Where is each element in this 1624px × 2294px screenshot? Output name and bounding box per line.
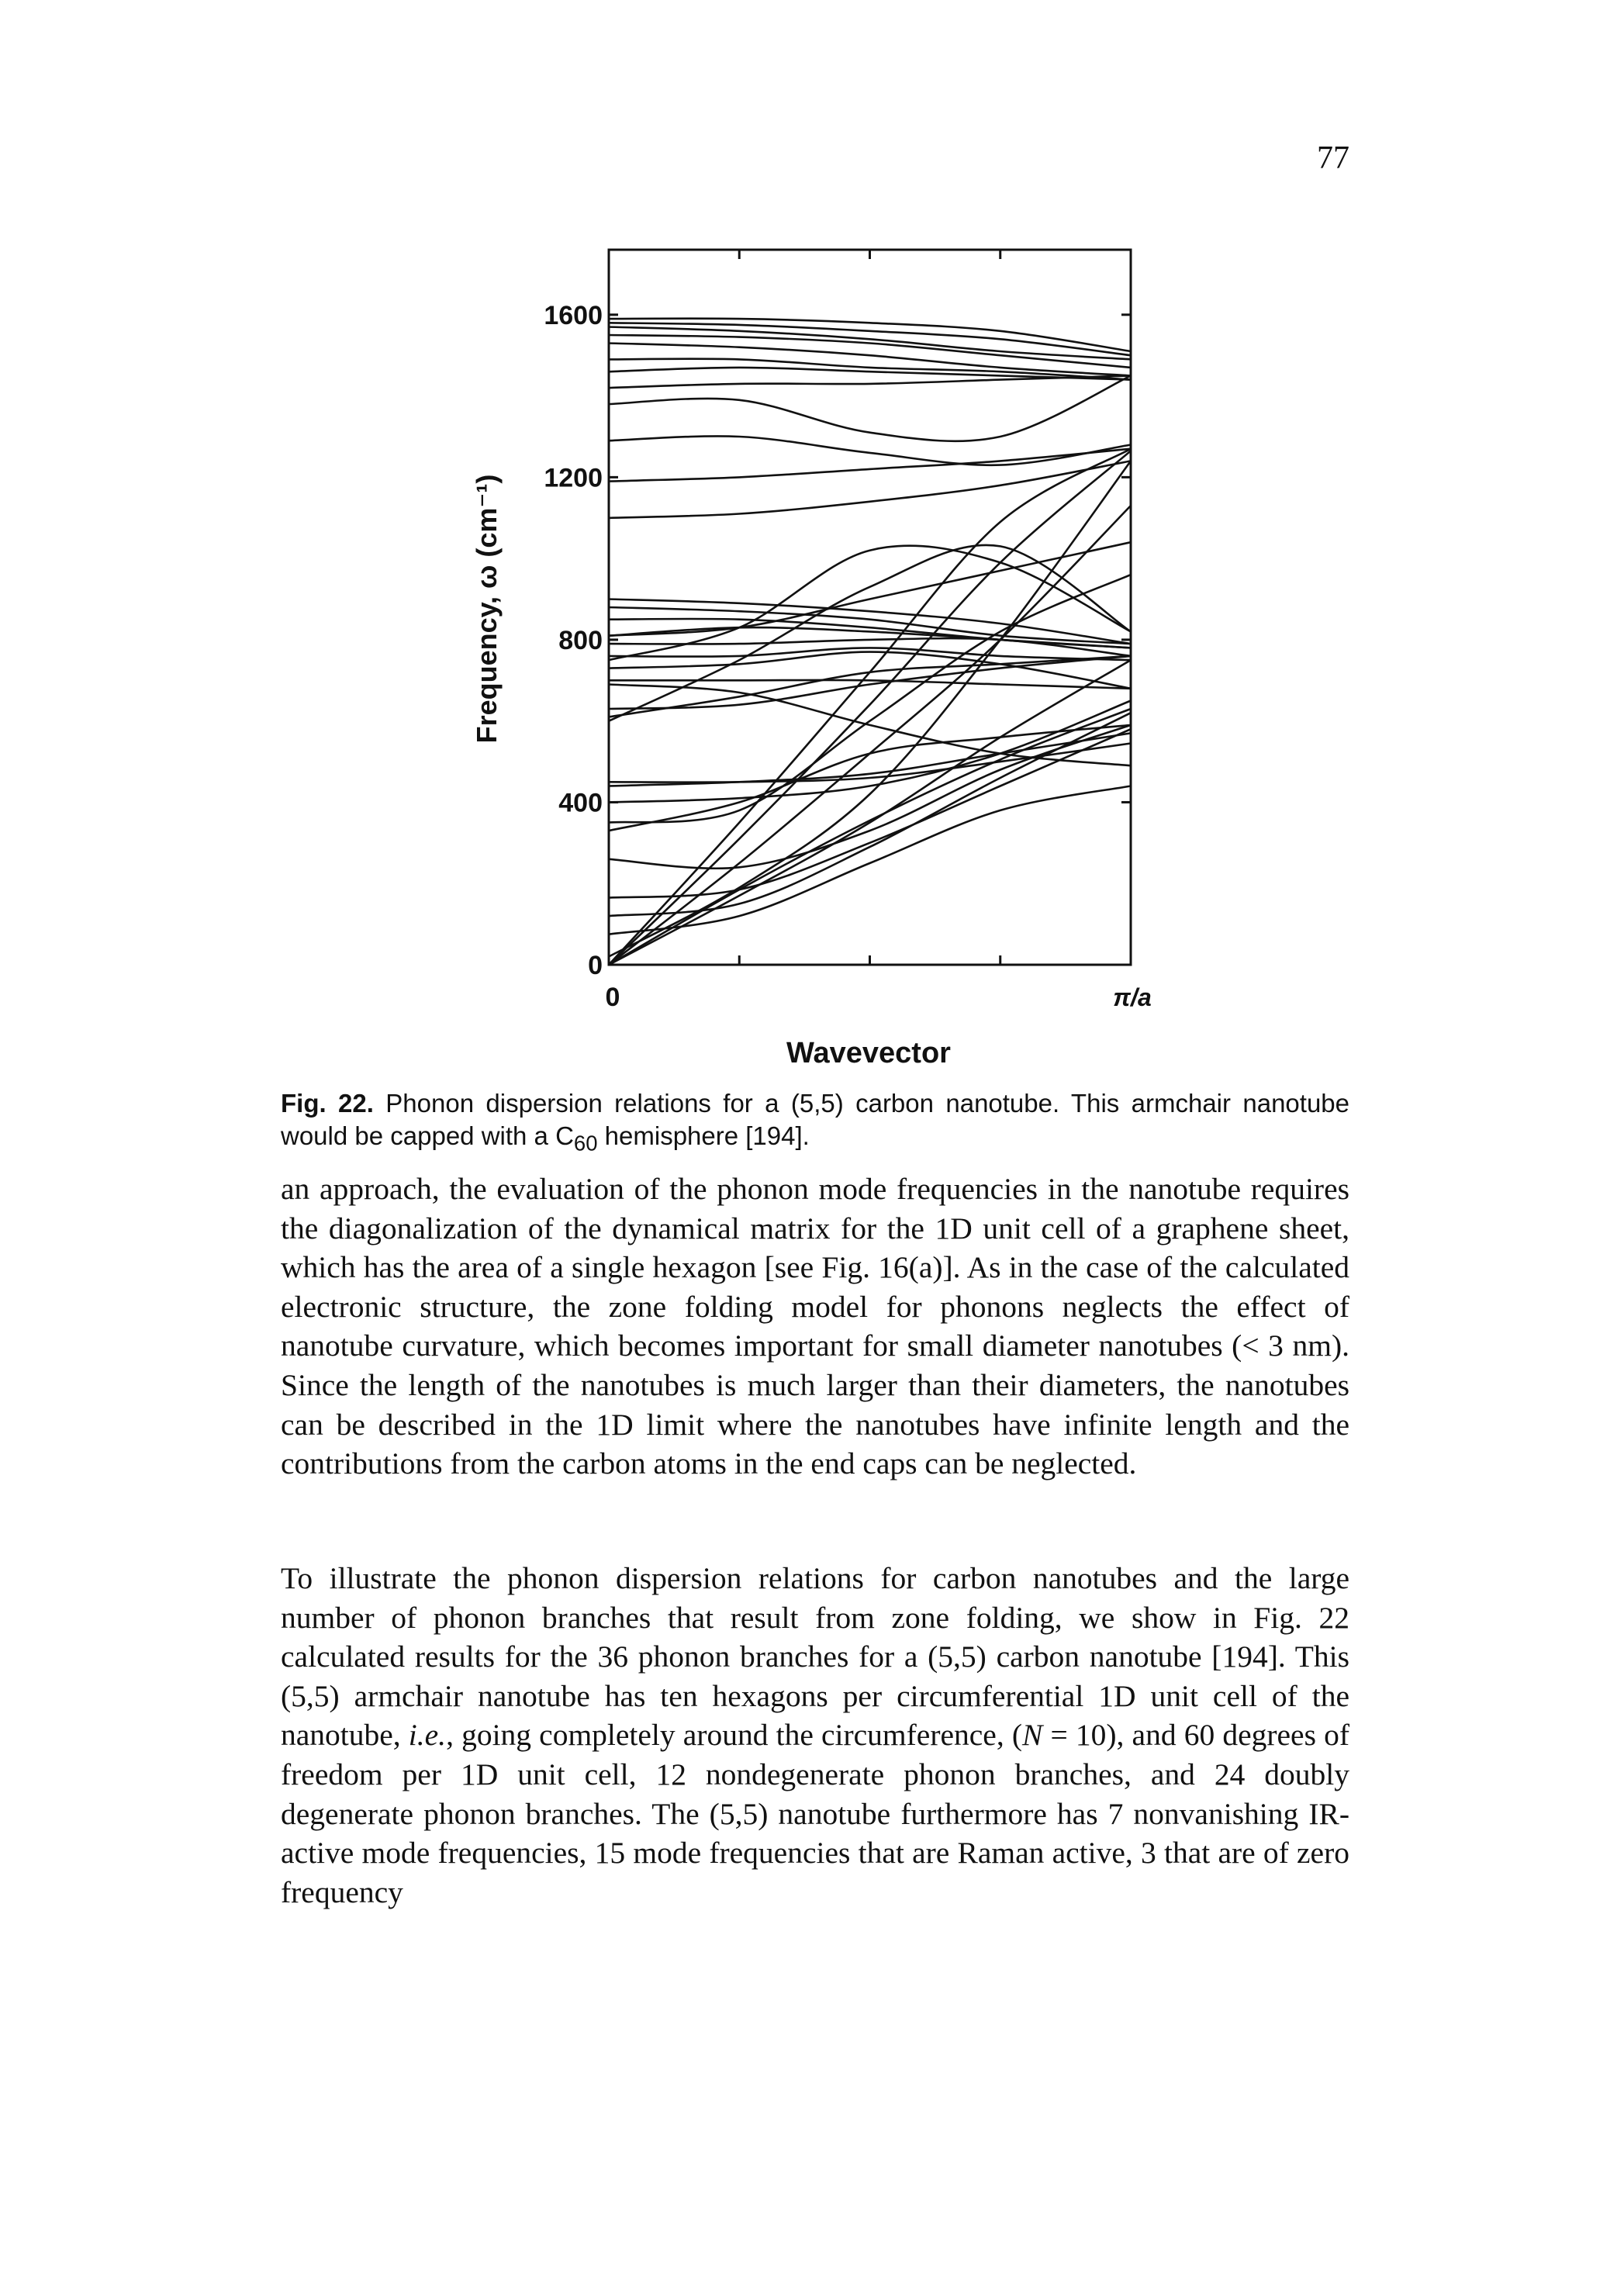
body-paragraph-2: To illustrate the phonon dispersion rela…: [281, 1559, 1349, 1912]
phonon-branch-7: [608, 785, 1132, 935]
phonon-branch-37: [608, 342, 1132, 377]
phonon-branch-32: [608, 435, 1132, 467]
para-2-text-b: , going completely around the circumfere…: [446, 1718, 1022, 1753]
y-tick-label-1200: 1200: [544, 463, 603, 492]
page-number: 77: [1317, 140, 1349, 176]
phonon-branch-31: [608, 447, 1132, 482]
phonon-branch-38: [608, 333, 1132, 369]
phonon-branch-27: [608, 544, 1132, 662]
phonon-branch-34: [608, 375, 1132, 389]
para-2-text-a: To illustrate the phonon dispersion rela…: [281, 1561, 1349, 1753]
phonon-branch-25: [608, 606, 1132, 645]
phonon-branch-30: [608, 460, 1132, 520]
phonon-branch-33: [608, 375, 1132, 443]
x-tick-0: 0: [606, 983, 620, 1012]
phonon-branch-5: [608, 658, 1132, 966]
caption-text-end: hemisphere [194].: [597, 1121, 810, 1150]
x-axis-label: Wavevector: [786, 1037, 951, 1069]
caption-subscript: 60: [573, 1131, 598, 1156]
phonon-branch-26: [608, 598, 1132, 645]
phonon-branch-29: [608, 541, 1132, 637]
phonon-branch-16: [608, 655, 1132, 718]
phonon-branch-39: [608, 326, 1132, 361]
phonon-branch-17: [608, 655, 1132, 710]
plot-frame: [607, 248, 1132, 966]
para-2-n-symbol: N: [1022, 1718, 1043, 1753]
phonon-branch-40: [608, 322, 1132, 357]
phonon-branch-18: [608, 683, 1132, 767]
phonon-branch-21: [608, 647, 1132, 662]
para-2-text-c: = 10), and 60 degrees of freedom per 1D …: [281, 1718, 1349, 1909]
phonon-branch-15: [608, 742, 1132, 783]
y-tick-label-800: 800: [558, 626, 603, 655]
phonon-branch-10: [608, 724, 1132, 870]
phonon-branch-22: [608, 637, 1132, 658]
phonon-branch-28: [608, 544, 1132, 722]
figure-caption: Fig. 22. Phonon dispersion relations for…: [281, 1087, 1349, 1160]
phonon-branch-9: [608, 728, 1132, 899]
phonon-branch-24: [608, 617, 1132, 649]
y-tick-label-400: 400: [558, 788, 603, 817]
y-axis-label: Frequency, ω (cm⁻¹): [471, 475, 503, 744]
x-tick-pi-over-a: π/a: [1113, 983, 1151, 1011]
phonon-branch-12: [608, 573, 1132, 824]
phonon-branch-19: [609, 679, 1132, 690]
y-tick-label-1600: 1600: [544, 301, 603, 330]
para-2-ie: i.e.: [408, 1718, 447, 1753]
phonon-branch-35: [608, 366, 1132, 381]
y-tick-labels: 0 400 800 1200 1600: [544, 301, 603, 980]
phonon-branch-13: [608, 700, 1132, 803]
body-paragraph-1: an approach, the evaluation of the phono…: [281, 1172, 1349, 1481]
phonon-branch-14: [608, 732, 1132, 787]
phonon-branch-6: [608, 460, 1132, 958]
figure-label: Fig. 22.: [281, 1089, 374, 1118]
phonon-branch-36: [608, 358, 1132, 381]
caption-text: Phonon dispersion relations for a (5,5) …: [281, 1089, 1349, 1150]
y-tick-label-0: 0: [588, 951, 603, 980]
phonon-branch-20: [608, 651, 1132, 690]
dispersion-branches: [608, 317, 1132, 966]
phonon-branch-3: [608, 450, 1132, 966]
phonon-branch-11: [608, 724, 1132, 832]
phonon-branch-41: [608, 317, 1132, 353]
phonon-branch-1: [608, 707, 1132, 966]
phonon-dispersion-chart: 0 400 800 1200 1600 0 π/a Wavevector Frequen…: [471, 248, 1152, 1069]
